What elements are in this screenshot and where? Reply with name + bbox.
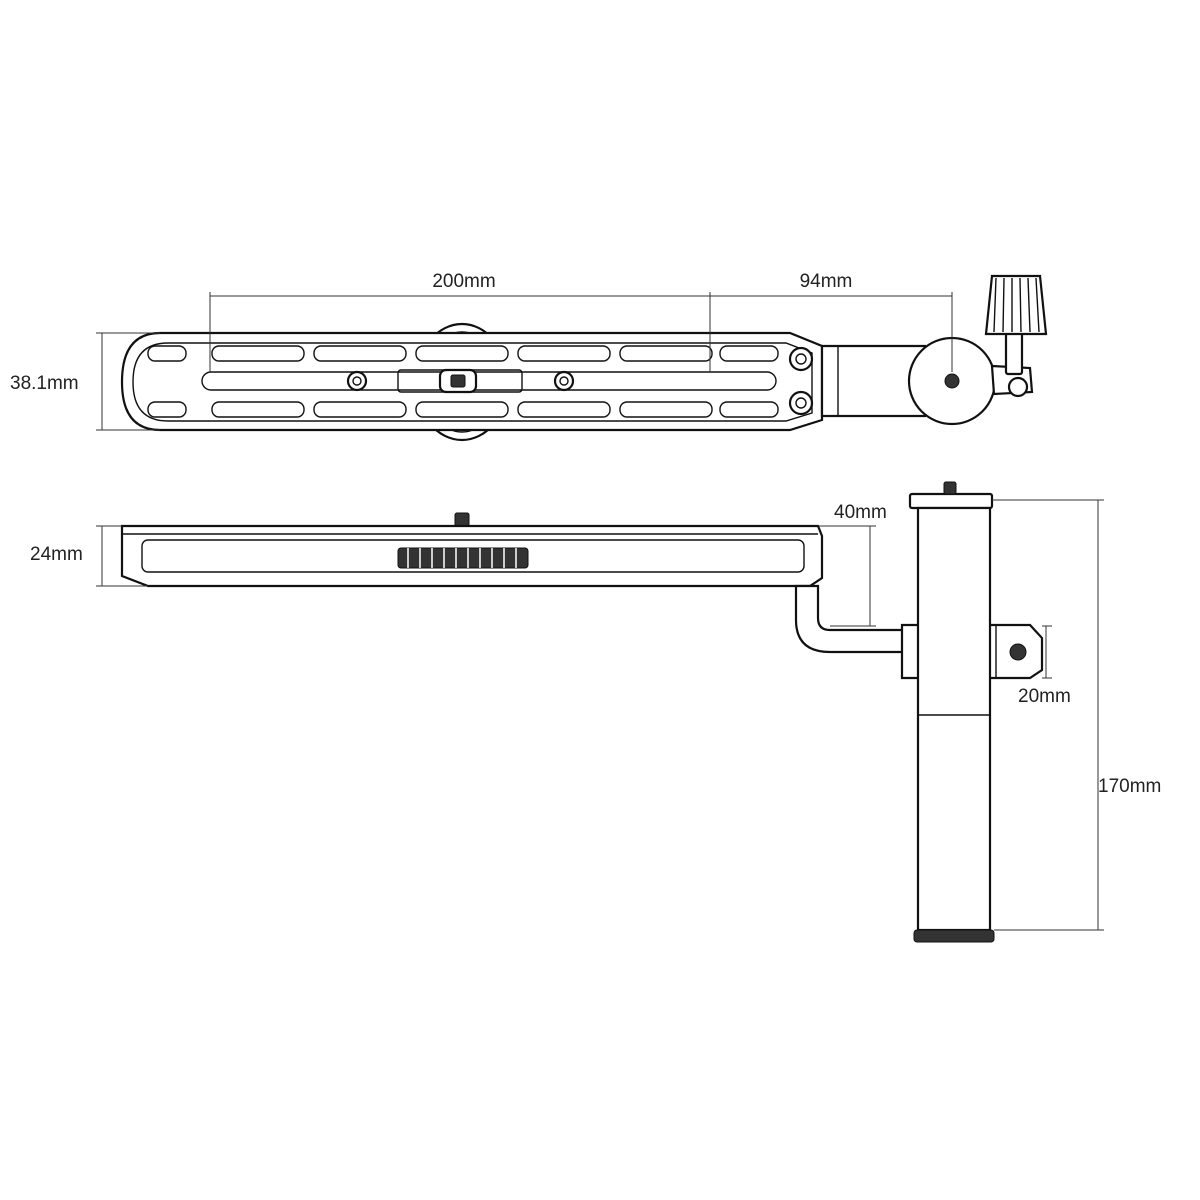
top-arm <box>820 344 927 418</box>
side-rod-bottom-cap <box>913 929 995 943</box>
side-clamp-bolt <box>1009 643 1027 661</box>
top-slots-upper <box>147 345 779 362</box>
label-side-clamp: 20mm <box>1018 686 1071 707</box>
top-view <box>96 274 1048 442</box>
label-top-length: 200mm <box>432 271 495 292</box>
top-end-hole-lower <box>788 390 814 416</box>
top-screw-right <box>553 370 575 392</box>
top-end-hole-upper <box>788 346 814 372</box>
label-top-width: 38.1mm <box>10 373 79 394</box>
label-side-height: 24mm <box>30 544 83 565</box>
side-dimensions <box>96 499 1104 931</box>
top-screw-center <box>438 368 478 394</box>
top-clamp-knob <box>984 274 1048 376</box>
side-view <box>96 481 1104 943</box>
top-slots-lower <box>147 401 779 418</box>
side-rod-top-cap <box>908 492 994 510</box>
side-l-bracket <box>794 584 914 654</box>
top-dimensions <box>96 292 953 431</box>
top-rod-hole <box>944 373 960 389</box>
side-rod <box>916 506 992 932</box>
side-knurled-wheel <box>397 547 529 569</box>
top-center-slot <box>201 371 777 391</box>
label-side-rod: 170mm <box>1098 776 1161 797</box>
label-top-offset: 94mm <box>800 271 853 292</box>
label-side-drop: 40mm <box>834 502 887 523</box>
top-screw-left <box>346 370 368 392</box>
